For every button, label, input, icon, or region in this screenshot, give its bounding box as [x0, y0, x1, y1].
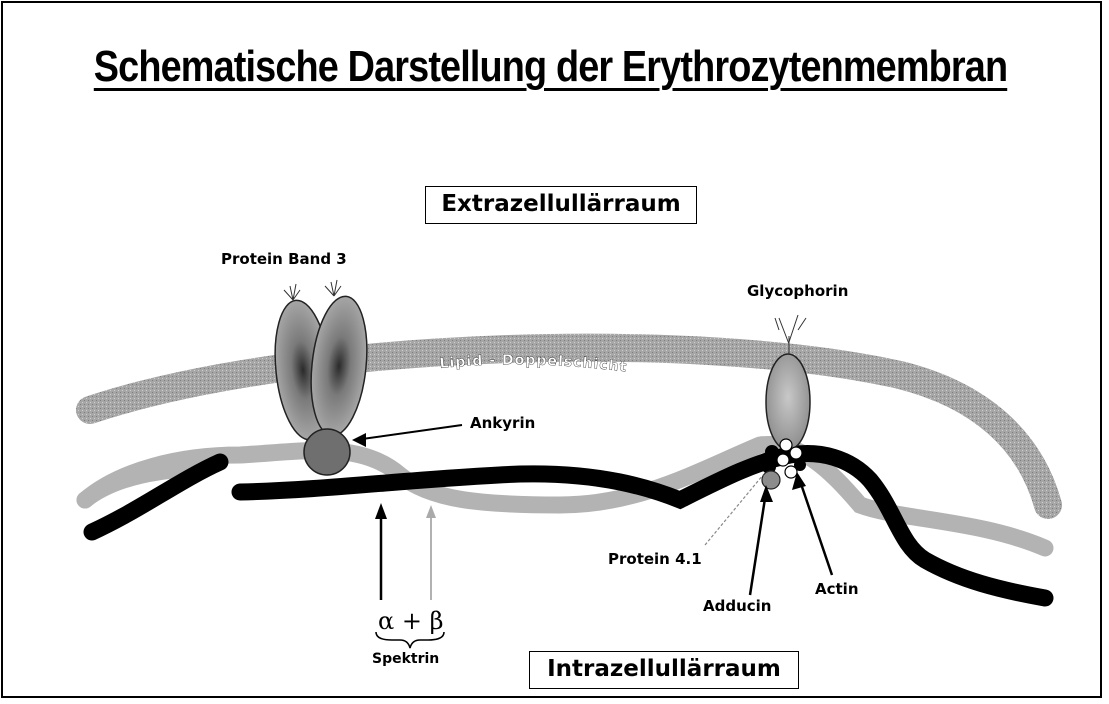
- ankyrin-arrow: [355, 425, 462, 440]
- extracellular-label: Extrazellullärraum: [425, 186, 697, 224]
- glycophorin-protein: [766, 315, 810, 450]
- adducin-arrow: [750, 492, 766, 595]
- band3-label: Protein Band 3: [221, 250, 347, 268]
- band3-dimer: [269, 280, 373, 442]
- alpha-beta-label: α + β: [378, 607, 443, 635]
- glycophorin-label: Glycophorin: [747, 282, 848, 300]
- actin-arrow: [799, 478, 832, 575]
- protein41-label: Protein 4.1: [608, 550, 702, 568]
- ankyrin-globule: [304, 429, 350, 475]
- spektrin-label: Spektrin: [372, 651, 439, 667]
- ankyrin-label: Ankyrin: [470, 414, 535, 432]
- intracellular-label: Intrazellullärraum: [529, 651, 799, 689]
- adducin-label: Adducin: [703, 597, 771, 615]
- actin-label: Actin: [815, 580, 859, 598]
